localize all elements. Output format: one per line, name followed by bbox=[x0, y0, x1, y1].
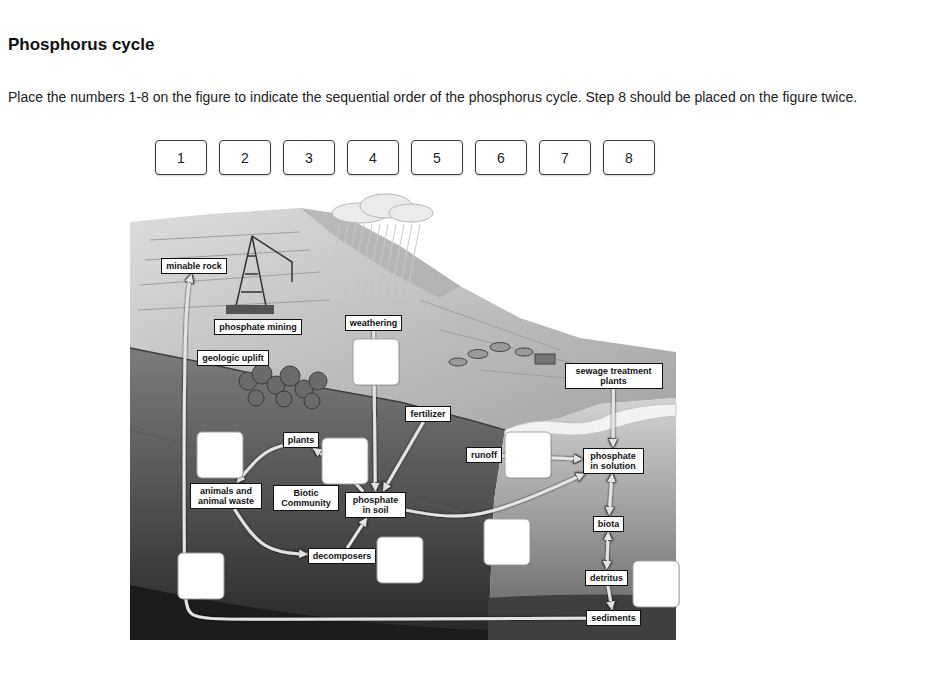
answer-drop-box bbox=[178, 553, 224, 599]
number-tile: 1 bbox=[155, 140, 207, 175]
drop-boxes bbox=[178, 339, 679, 607]
cloud-puff bbox=[389, 204, 433, 222]
drop-box-shadow bbox=[634, 562, 680, 608]
answer-drop-box bbox=[377, 537, 423, 583]
tile-number: 4 bbox=[369, 150, 377, 166]
label-text: animals and animal waste bbox=[195, 486, 257, 506]
cycle-arrow bbox=[608, 586, 612, 611]
label-text: biota bbox=[598, 519, 620, 529]
tile-number: 3 bbox=[305, 150, 313, 166]
answer-drop-box bbox=[505, 432, 551, 478]
tile-number: 1 bbox=[177, 150, 185, 166]
answer-drop-box bbox=[484, 519, 530, 565]
drop-box-shadow bbox=[506, 433, 552, 479]
label-text: fertilizer bbox=[410, 409, 445, 419]
tile-number: 2 bbox=[241, 150, 249, 166]
process-label: plants bbox=[283, 432, 320, 448]
treatment-tank bbox=[449, 358, 467, 366]
label-text: detritus bbox=[590, 573, 623, 583]
cycle-arrow bbox=[383, 422, 423, 492]
process-label: animals and animal waste bbox=[190, 483, 262, 509]
label-text: geologic uplift bbox=[202, 353, 264, 363]
rain-cloud bbox=[332, 194, 433, 223]
hill-shade bbox=[300, 208, 460, 298]
cycle-arrow bbox=[347, 518, 367, 549]
cycle-arrow bbox=[607, 532, 608, 570]
process-label: weathering bbox=[345, 315, 403, 331]
cycle-arrow bbox=[184, 274, 586, 619]
process-label: detritus bbox=[585, 570, 628, 586]
number-tile: 6 bbox=[475, 140, 527, 175]
process-label: decomposers bbox=[308, 548, 377, 564]
treatment-tank bbox=[468, 350, 488, 359]
process-label: runoff bbox=[466, 447, 502, 463]
tile-number: 5 bbox=[433, 150, 441, 166]
label-text: sediments bbox=[591, 613, 636, 623]
cycle-arrow bbox=[612, 389, 615, 448]
label-text: decomposers bbox=[313, 551, 372, 561]
drop-box-shadow bbox=[354, 340, 400, 386]
number-tile: 3 bbox=[283, 140, 335, 175]
label-text: phosphate in solution bbox=[588, 451, 639, 471]
tree bbox=[304, 393, 320, 409]
label-text: sewage treatment plants bbox=[570, 366, 658, 386]
answer-drop-box bbox=[322, 438, 368, 484]
number-tile: 8 bbox=[603, 140, 655, 175]
tree bbox=[248, 390, 264, 406]
drop-box-shadows bbox=[179, 340, 680, 608]
cycle-arrow bbox=[406, 474, 585, 517]
label-text: runoff bbox=[471, 450, 497, 460]
rig-base bbox=[226, 305, 274, 314]
number-tile: 4 bbox=[347, 140, 399, 175]
tree bbox=[309, 372, 327, 390]
process-label: minable rock bbox=[161, 258, 227, 274]
page-title: Phosphorus cycle bbox=[8, 35, 154, 55]
label-text: Biotic Community bbox=[278, 488, 334, 508]
label-text: minable rock bbox=[166, 261, 222, 271]
soil-cross-section bbox=[130, 348, 505, 640]
number-tile: 2 bbox=[219, 140, 271, 175]
label-text: phosphate mining bbox=[219, 322, 297, 332]
label-text: phosphate in soil bbox=[350, 495, 401, 515]
process-label: Biotic Community bbox=[273, 485, 339, 511]
tile-number: 7 bbox=[561, 150, 569, 166]
plant-building bbox=[535, 354, 555, 364]
drop-box-shadow bbox=[323, 439, 369, 485]
tile-number: 6 bbox=[497, 150, 505, 166]
process-label: geologic uplift bbox=[197, 350, 269, 366]
label-text: weathering bbox=[350, 318, 398, 328]
number-tile: 7 bbox=[539, 140, 591, 175]
treatment-tank bbox=[515, 348, 533, 356]
tile-number: 8 bbox=[625, 150, 633, 166]
mining-rig bbox=[236, 236, 292, 306]
answer-drop-box bbox=[353, 339, 399, 385]
treatment-tank bbox=[490, 343, 510, 352]
answer-drop-box bbox=[633, 561, 679, 607]
sewage-plant bbox=[449, 343, 555, 367]
drop-box-shadow bbox=[378, 538, 424, 584]
instruction-text: Place the numbers 1-8 on the figure to i… bbox=[8, 89, 936, 105]
answer-drop-box bbox=[197, 432, 243, 478]
process-label: phosphate in solution bbox=[583, 448, 644, 474]
label-text: plants bbox=[288, 435, 315, 445]
process-label: biota bbox=[593, 516, 625, 532]
cycle-arrow bbox=[609, 474, 612, 516]
drop-box-shadow bbox=[485, 520, 531, 566]
cycle-arrow bbox=[234, 509, 307, 554]
process-label: phosphate in soil bbox=[345, 492, 406, 518]
rain bbox=[326, 224, 420, 298]
number-tile: 5 bbox=[411, 140, 463, 175]
process-label: sediments bbox=[586, 610, 641, 626]
tree bbox=[276, 391, 292, 407]
process-label: sewage treatment plants bbox=[565, 363, 663, 389]
drop-box-shadow bbox=[198, 433, 244, 479]
trees bbox=[239, 364, 327, 409]
connector-group bbox=[184, 274, 613, 619]
process-label: phosphate mining bbox=[214, 319, 302, 335]
process-label: fertilizer bbox=[405, 406, 450, 422]
drop-box-shadow bbox=[179, 554, 225, 600]
